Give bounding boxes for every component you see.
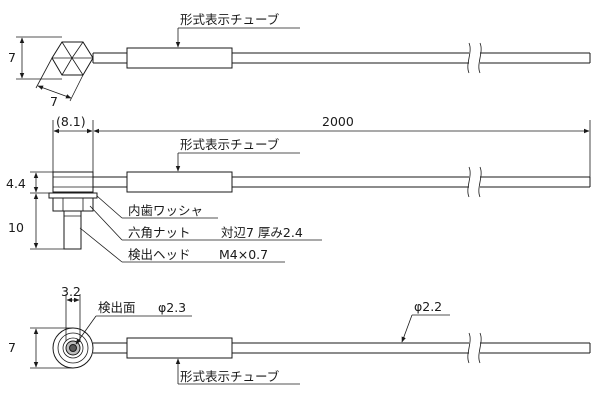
front-height-dimension: 7	[8, 327, 73, 369]
side-head-assembly	[48, 171, 98, 250]
top-width-dimension: 7	[35, 57, 84, 109]
lower-height-value: 10	[8, 220, 24, 235]
break-mark	[467, 42, 482, 74]
front-tube-label: 形式表示チューブ	[180, 369, 280, 384]
detection-head-thread	[63, 210, 82, 250]
side-vertical-dimensions: 4.4 10	[6, 171, 64, 250]
top-tube-label: 形式表示チューブ	[180, 12, 280, 27]
marker-tube	[126, 171, 233, 193]
face-label: 検出面	[98, 300, 136, 315]
front-small-dimension: 3.2	[61, 284, 81, 341]
internal-tooth-washer	[48, 192, 98, 199]
callout-nut-spec: 対辺7 厚み2.4	[221, 225, 303, 240]
offset-value: (8.1)	[56, 114, 86, 129]
callout-head-spec: M4×0.7	[219, 247, 268, 262]
face-diameter: φ2.3	[158, 300, 186, 315]
side-tube-label: 形式表示チューブ	[180, 137, 280, 152]
top-view: 7 7 形式表示チューブ	[8, 12, 591, 109]
top-height-dimension: 7	[8, 36, 62, 80]
callout-washer: 内歯ワッシャ	[128, 203, 203, 218]
face-callout: 検出面 φ2.3	[75, 300, 192, 345]
front-cable	[93, 332, 591, 364]
length-value: 2000	[322, 114, 354, 129]
break-mark	[467, 166, 482, 198]
callout-nut: 六角ナット	[128, 225, 191, 240]
top-height-value: 7	[8, 50, 16, 65]
cable-diameter-callout: φ2.2	[401, 299, 450, 343]
marker-tube	[126, 337, 233, 359]
side-cable	[93, 166, 591, 198]
top-cable	[92, 42, 591, 74]
side-tube-callout: 形式表示チューブ	[175, 137, 300, 172]
small-dim-value: 3.2	[61, 284, 81, 299]
top-tube-callout: 形式表示チューブ	[175, 12, 300, 48]
front-view: 3.2 7 検出面 φ2.3 φ2.2 形式表示チューブ	[8, 284, 591, 385]
side-view: (8.1) 2000 形式表示チューブ 4.4 10 内歯ワッシャ 六角ナット	[6, 114, 591, 263]
cable-clamp	[52, 171, 94, 193]
top-width-value: 7	[50, 94, 58, 109]
detection-face	[69, 344, 77, 352]
side-length-dimensions: (8.1) 2000	[52, 114, 591, 177]
cable-diameter: φ2.2	[414, 299, 442, 314]
callout-head: 検出ヘッド	[128, 247, 191, 262]
front-tube-callout: 形式表示チューブ	[175, 358, 300, 385]
upper-height-value: 4.4	[6, 176, 26, 191]
front-head	[52, 327, 94, 369]
side-callouts: 内歯ワッシャ 六角ナット 対辺7 厚み2.4 検出ヘッド M4×0.7	[79, 195, 322, 263]
front-height-value: 7	[8, 340, 16, 355]
break-mark	[467, 332, 482, 364]
hex-nut	[52, 197, 94, 212]
marker-tube	[126, 47, 233, 69]
hex-head	[51, 41, 94, 76]
